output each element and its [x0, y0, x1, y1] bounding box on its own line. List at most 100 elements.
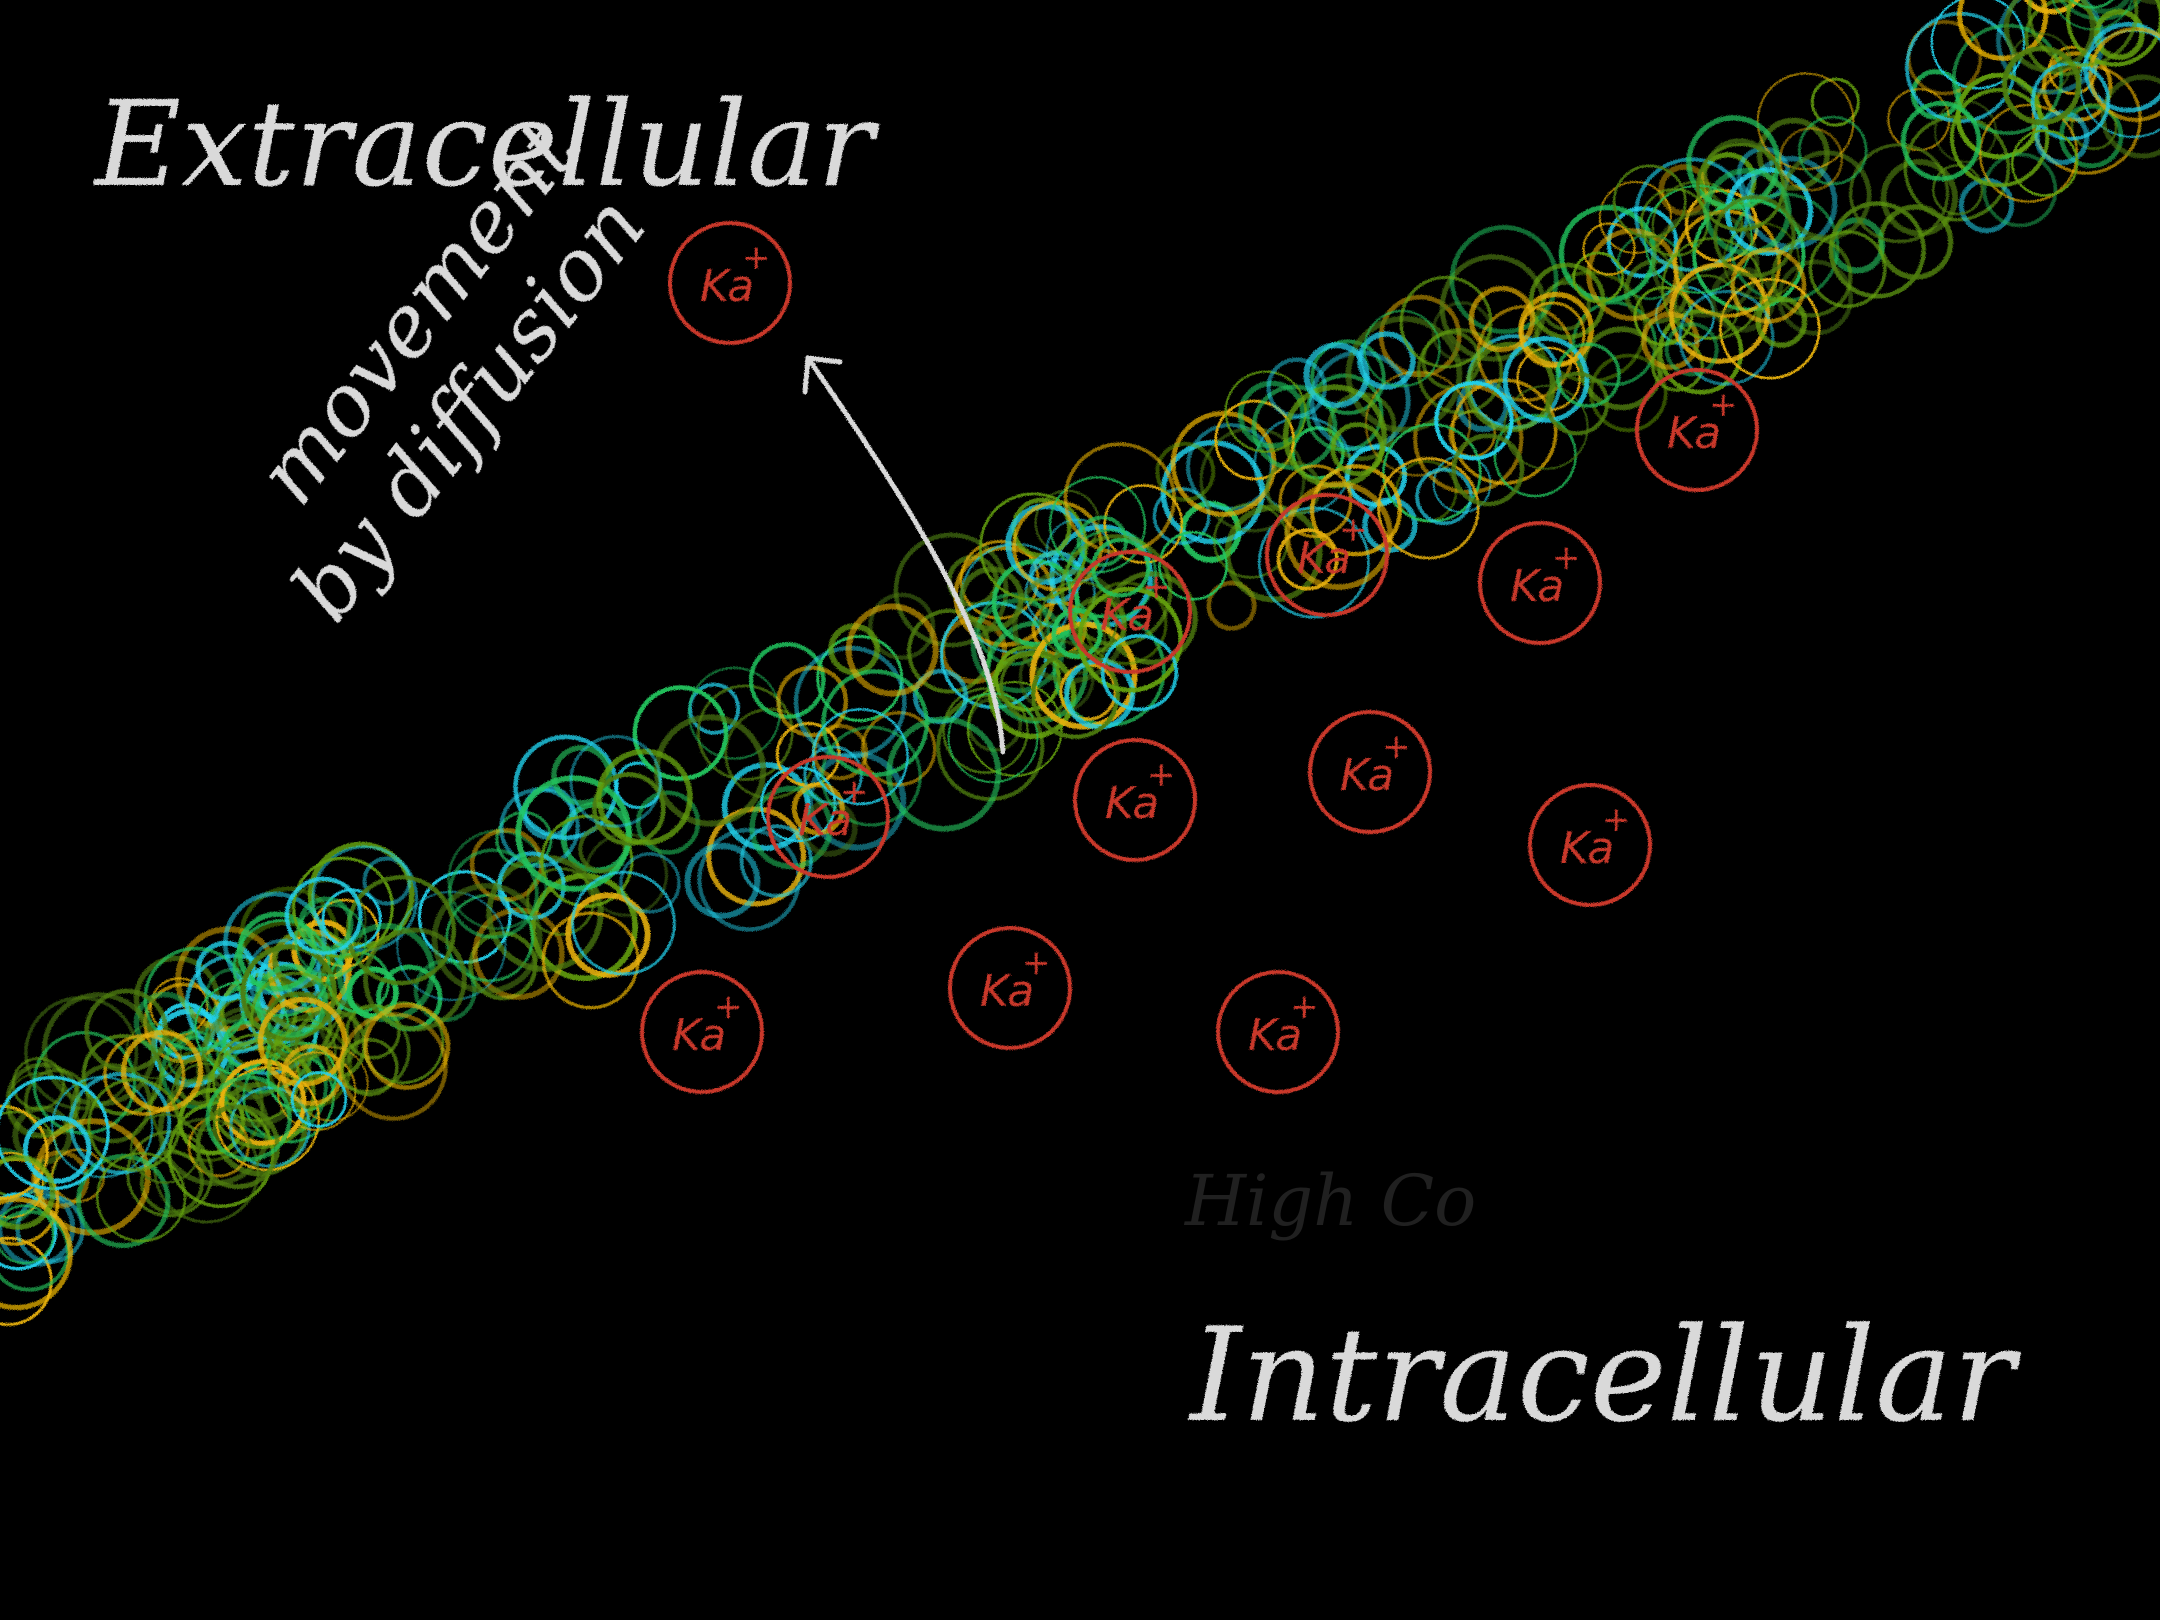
membrane-lipid	[1415, 467, 1473, 526]
membrane-lipid	[1005, 503, 1088, 585]
faint-scribble: High Co	[1183, 1160, 1476, 1242]
membrane-lipid	[684, 843, 761, 919]
membrane-lipid	[776, 665, 848, 738]
ion-charge: +	[1142, 567, 1171, 607]
membrane-lipid	[811, 708, 909, 806]
membrane-lipid	[1664, 322, 1719, 377]
potassium-ion-icon: Ka+	[668, 221, 792, 345]
extracellular-label: Extracellular	[93, 75, 880, 213]
membrane-lipid	[1309, 464, 1402, 557]
membrane-lipid	[363, 927, 467, 1032]
membrane-lipid	[362, 856, 412, 906]
membrane-lipid	[2023, 0, 2081, 15]
membrane-lipid	[1468, 285, 1536, 353]
membrane-lipid	[1160, 440, 1265, 545]
membrane-lipid	[363, 1002, 451, 1090]
ion-symbol: Ka	[980, 966, 1034, 1017]
membrane-lipid	[1901, 100, 1982, 182]
membrane-lipid	[2138, 0, 2160, 5]
membrane-lipid	[1449, 225, 1559, 334]
ion-group: Ka+Ka+Ka+Ka+Ka+Ka+Ka+Ka+Ka+Ka+Ka+Ka+	[640, 221, 1759, 1094]
membrane-lipid	[1730, 247, 1807, 324]
membrane-lipid	[619, 852, 681, 914]
ion-charge: +	[1147, 755, 1176, 795]
membrane-lipid	[1582, 222, 1636, 276]
ion-symbol: Ka	[1105, 778, 1159, 829]
ion-symbol: Ka	[1510, 561, 1564, 612]
membrane-lipid	[284, 876, 363, 955]
ion-charge: +	[1339, 510, 1368, 550]
membrane-lipid	[1719, 278, 1821, 380]
ion-symbol: Ka	[1340, 750, 1394, 801]
ion-charge: +	[1552, 538, 1581, 578]
ion-circle	[1068, 550, 1192, 674]
membrane-lipid	[1724, 167, 1814, 256]
membrane-lipid	[1848, 143, 1950, 244]
ion-charge: +	[1022, 943, 1051, 983]
membrane-lipid	[298, 896, 354, 952]
membrane-lipid	[1678, 289, 1775, 386]
membrane-lipid	[2011, 129, 2079, 197]
membrane-lipid	[22, 1115, 92, 1184]
ion-circle	[766, 755, 890, 879]
potassium-ion-icon: Ka+	[1528, 783, 1652, 907]
membrane-lipid	[1612, 164, 1687, 239]
ion-circle	[1216, 970, 1340, 1094]
ion-circle	[1478, 521, 1602, 645]
membrane-lipid	[1930, 0, 2026, 90]
ion-circle	[1265, 493, 1389, 617]
membrane-lipid	[1713, 195, 1796, 278]
membrane-lipid	[1345, 315, 1463, 433]
membrane-lipid	[254, 964, 328, 1038]
ion-circle	[640, 970, 764, 1094]
ion-charge: +	[1602, 800, 1631, 840]
membrane-lipid	[340, 1038, 399, 1097]
membrane-lipid	[1545, 371, 1609, 436]
potassium-ion-icon: Ka+	[1308, 710, 1432, 834]
membrane-lipid	[1451, 433, 1525, 507]
membrane-lipid	[970, 598, 1066, 694]
membrane-lipid	[1957, 0, 2049, 61]
membrane-lipid	[1598, 181, 1672, 254]
ion-charge: +	[714, 987, 743, 1027]
membrane-lipid	[1377, 457, 1480, 560]
membrane-lipid	[1982, 152, 2058, 228]
potassium-ion-icon: Ka+	[1635, 368, 1759, 492]
membrane-lipid	[205, 1075, 292, 1162]
membrane-lipid	[0, 1154, 56, 1230]
membrane-lipid	[1949, 87, 2050, 188]
membrane-lipid	[1276, 528, 1339, 591]
membrane-lipid	[133, 991, 196, 1054]
curved-arrow-icon	[802, 355, 1006, 755]
membrane-lipid	[513, 734, 619, 840]
membrane-lipid	[1503, 384, 1589, 470]
membrane-lipid	[1439, 254, 1547, 362]
membrane-lipid	[1579, 326, 1664, 411]
membrane-lipid	[130, 1113, 201, 1184]
membrane-lipid	[791, 782, 845, 836]
membrane-lipid	[1880, 159, 1958, 237]
cell-membrane	[0, 0, 2160, 1326]
potassium-ion-icon: Ka+	[1265, 493, 1389, 617]
membrane-lipid	[739, 824, 813, 898]
membrane-lipid	[1978, 103, 2079, 203]
membrane-lipid	[1808, 230, 1887, 309]
ion-charge: +	[1290, 987, 1319, 1027]
membrane-lipid	[0, 1204, 55, 1265]
membrane-lipid	[1303, 342, 1370, 409]
membrane-lipid	[1798, 115, 1868, 186]
ion-symbol: Ka	[672, 1010, 726, 1061]
membrane-lipid	[447, 848, 539, 940]
membrane-lipid	[1206, 580, 1257, 631]
membrane-lipid	[696, 684, 794, 782]
membrane-lipid	[1066, 528, 1157, 620]
membrane-lipid	[551, 745, 612, 806]
potassium-ion-icon: Ka+	[1216, 970, 1340, 1094]
membrane-lipid	[2088, 27, 2160, 122]
ion-symbol: Ka	[1297, 533, 1351, 584]
membrane-lipid	[1777, 259, 1854, 336]
membrane-lipid	[1077, 586, 1184, 693]
membrane-lipid	[1224, 370, 1307, 453]
ion-circle	[1308, 710, 1432, 834]
